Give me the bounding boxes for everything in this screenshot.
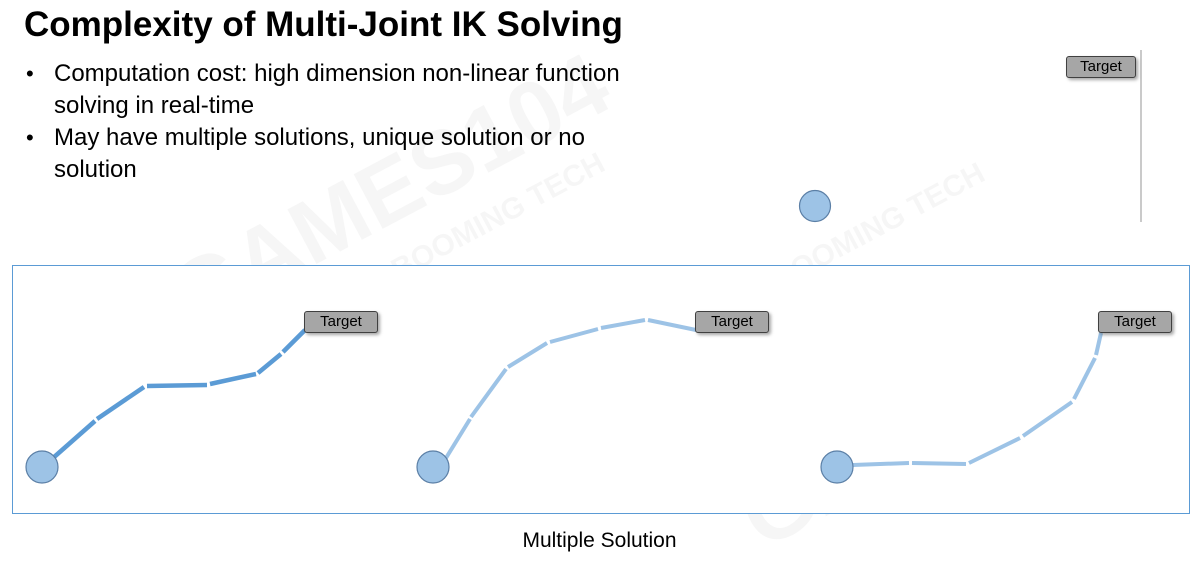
figure-caption: Multiple Solution xyxy=(522,529,677,552)
bullet-item: • Computation cost: high dimension non-l… xyxy=(24,58,704,122)
chain-segment xyxy=(209,371,257,387)
multiple-solution-frame xyxy=(12,265,1190,514)
bullet-list: • Computation cost: high dimension non-l… xyxy=(24,58,704,186)
chain-segment xyxy=(968,436,1021,465)
chain-solution-3 xyxy=(852,332,1103,467)
target-label-3: Target xyxy=(1098,311,1172,333)
chain-segment xyxy=(51,419,97,460)
chain-segment xyxy=(146,382,208,389)
chain-segment xyxy=(281,328,307,354)
bullet-text: Computation cost: high dimension non-lin… xyxy=(54,60,620,119)
bullet-text: May have multiple solutions, unique solu… xyxy=(54,124,585,183)
chain-segment xyxy=(1072,357,1097,400)
chain-segment xyxy=(506,341,549,369)
chain-segment xyxy=(444,417,472,460)
chain-segment xyxy=(256,352,283,375)
chain-solution-2 xyxy=(444,318,697,460)
bullet-item: • May have multiple solutions, unique so… xyxy=(24,122,704,186)
chain-segment xyxy=(1021,400,1074,438)
target-label-2: Target xyxy=(695,311,769,333)
chain-segment xyxy=(95,385,146,421)
slide-title: Complexity of Multi-Joint IK Solving xyxy=(24,5,623,44)
chain-segment xyxy=(647,318,697,332)
bullet-marker: • xyxy=(26,61,34,86)
top-target-label: Target xyxy=(1066,56,1136,78)
chain-solution-1 xyxy=(51,328,307,460)
chain-segment xyxy=(549,327,599,344)
chain-segment xyxy=(600,318,646,330)
root-joint-1 xyxy=(25,450,59,484)
root-joint-3 xyxy=(820,450,854,484)
chain-segment xyxy=(911,461,967,466)
chain-segment xyxy=(852,461,910,467)
root-joint-2 xyxy=(416,450,450,484)
bullet-marker: • xyxy=(26,125,34,150)
chain-segment xyxy=(469,367,508,419)
target-label-1: Target xyxy=(304,311,378,333)
chain-segment xyxy=(1094,332,1103,356)
